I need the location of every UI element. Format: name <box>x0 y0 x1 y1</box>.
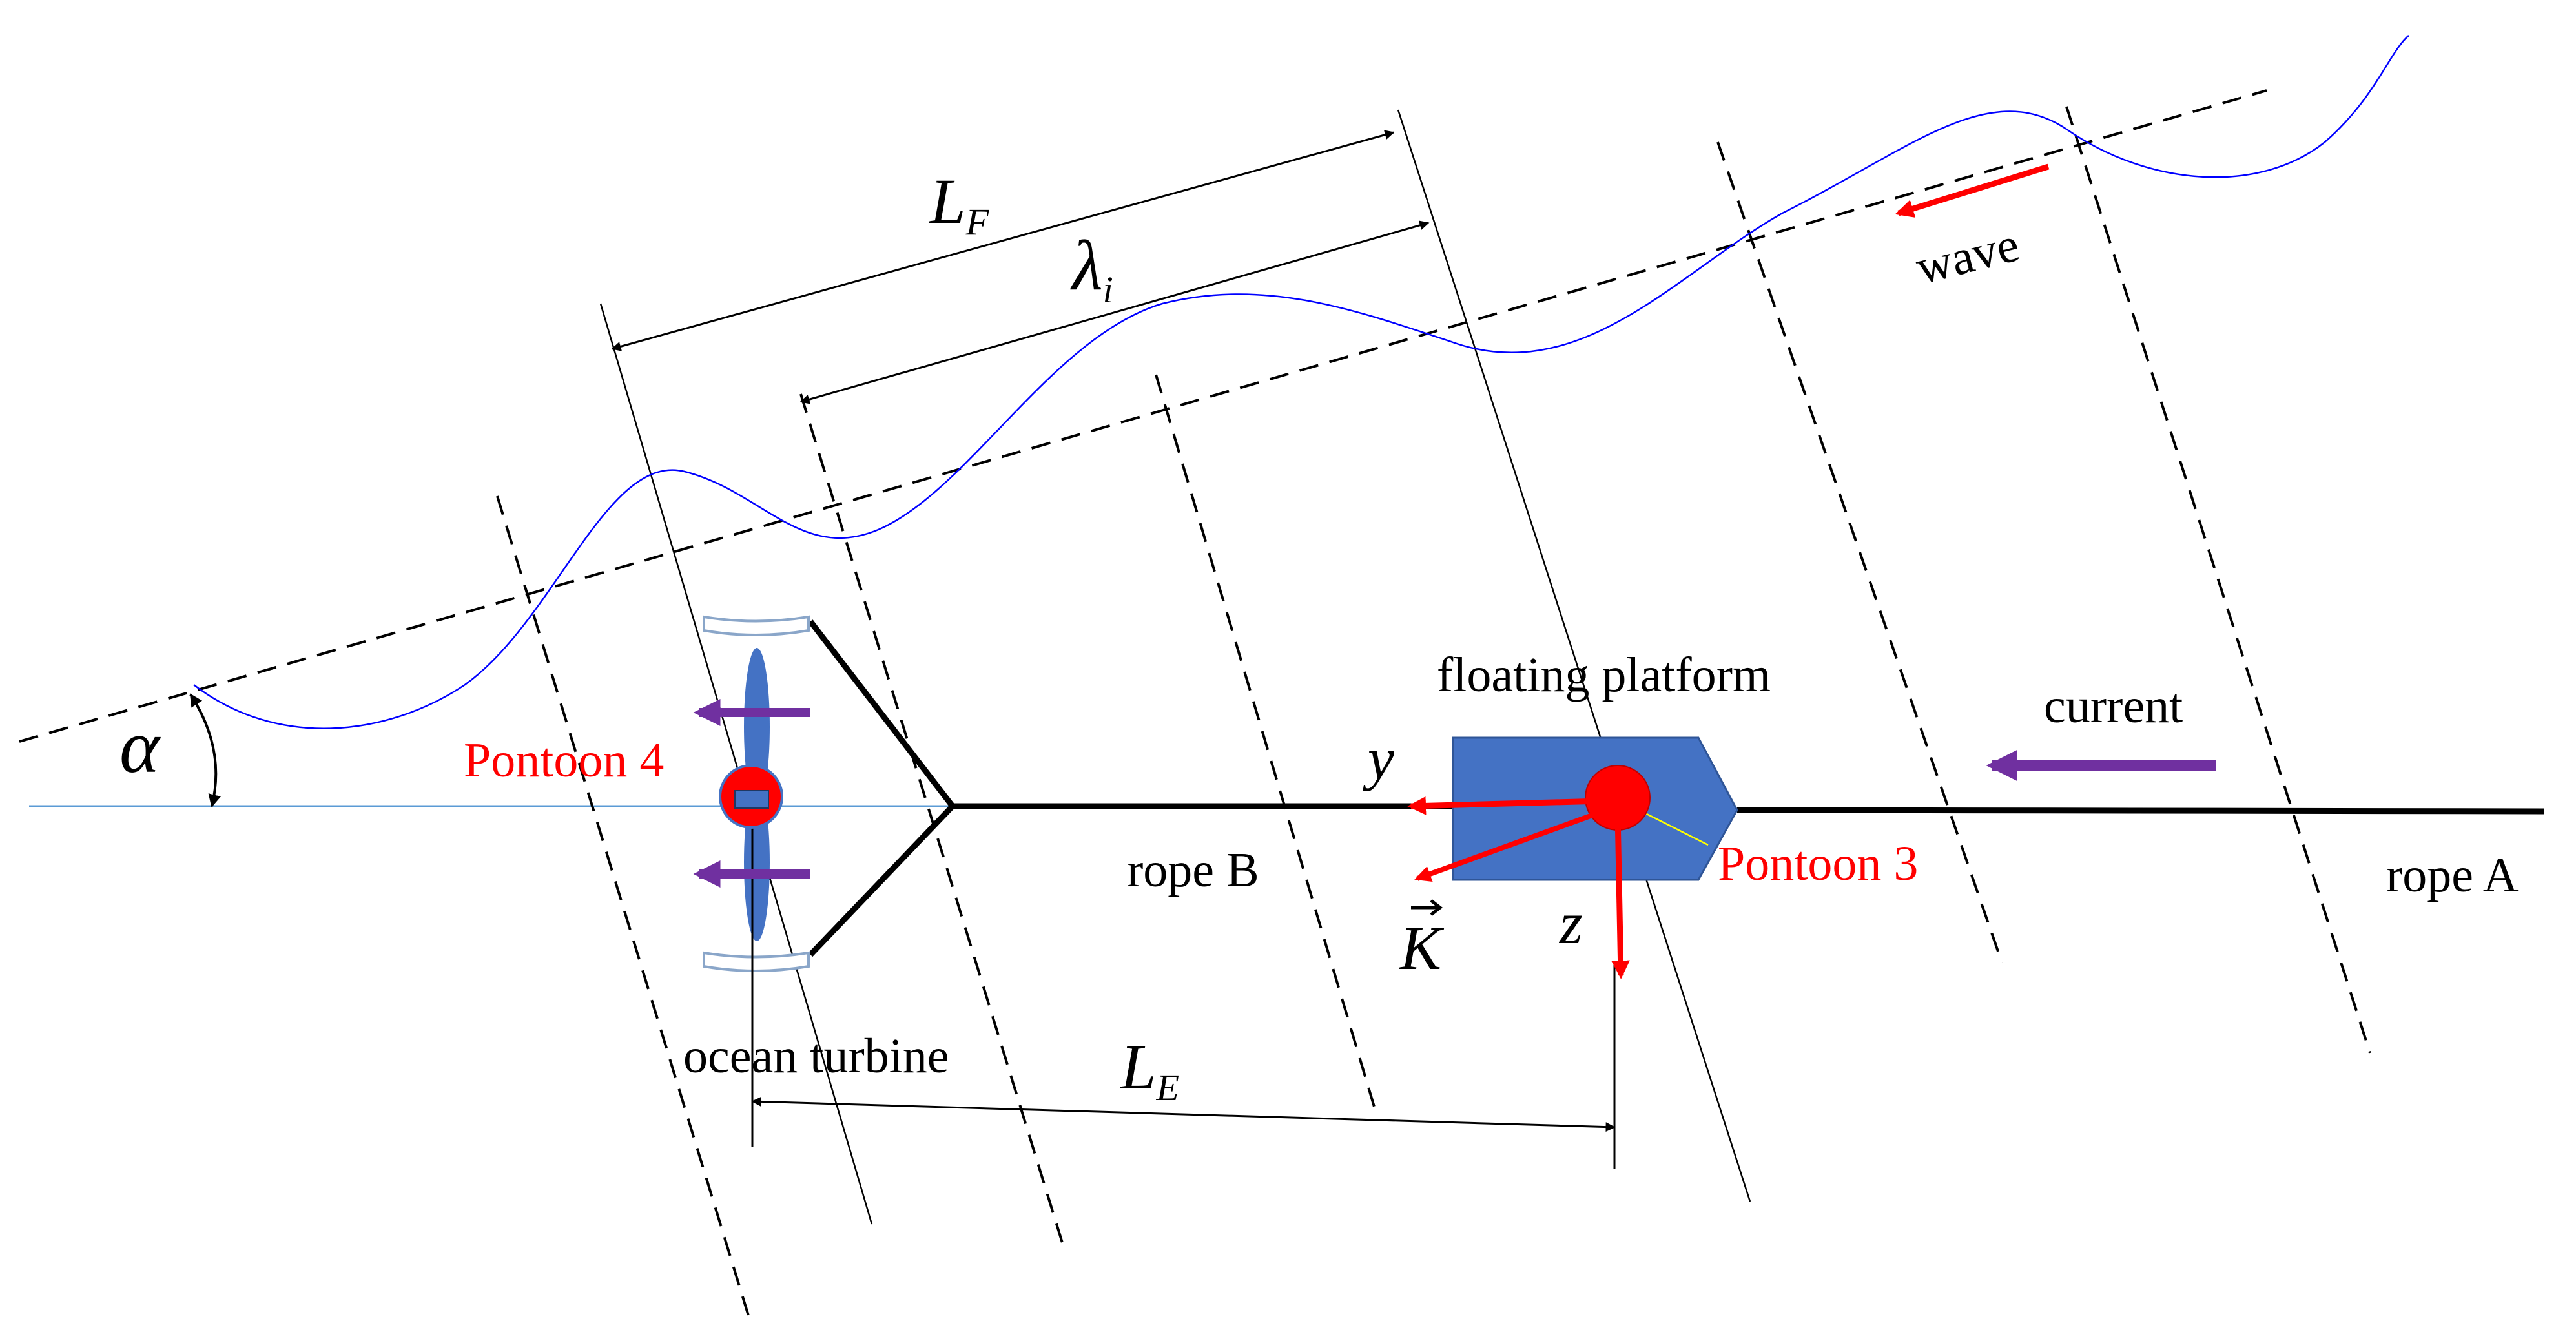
ocean-turbine-label: ocean turbine <box>683 1029 949 1083</box>
le-label: LE <box>1119 1031 1179 1108</box>
alpha-angle-arc <box>189 693 222 807</box>
lambda-label-main: λ <box>1070 226 1103 305</box>
le-dimension-arrow <box>751 1096 1616 1132</box>
turbine-upper-float <box>703 615 810 636</box>
current-label: current <box>2044 679 2183 733</box>
turbine-lower-float <box>703 951 810 972</box>
lambda-label-sub: i <box>1103 269 1113 311</box>
k-vector-letter: K <box>1399 913 1445 983</box>
lambda-dimension-arrow <box>799 220 1430 404</box>
turbine-bridle <box>808 619 955 957</box>
z-axis-arrow <box>1611 813 1630 979</box>
lf-label-main: L <box>929 165 966 237</box>
turbine-hub <box>734 790 769 809</box>
lambda-label: λi <box>1070 226 1113 311</box>
y-axis-arrow <box>1407 796 1602 815</box>
k-vector-label: K <box>1399 899 1445 983</box>
floating-platform-label: floating platform <box>1437 648 1771 702</box>
wave-arrow <box>1895 163 2050 218</box>
k-vector-overarrow <box>1411 899 1443 916</box>
z-axis-label: z <box>1558 890 1583 956</box>
pontoon4-label: Pontoon 4 <box>464 733 664 787</box>
y-axis-label: y <box>1363 725 1394 791</box>
le-label-main: L <box>1119 1031 1157 1103</box>
alpha-label: α <box>119 704 161 789</box>
lf-dimension-arrow <box>611 130 1395 351</box>
le-label-sub: E <box>1156 1067 1179 1108</box>
pontoon3-label: Pontoon 3 <box>1718 837 1918 891</box>
lf-label-sub: F <box>965 201 989 243</box>
rope-b-label: rope B <box>1127 843 1259 897</box>
extension-lines <box>599 109 1751 1225</box>
rope-a <box>1736 807 2545 815</box>
rope-a-label: rope A <box>2386 848 2519 902</box>
wave-direction-line <box>19 89 2267 743</box>
k-vector-arrow <box>1414 808 1606 882</box>
wave-label: wave <box>1911 217 2025 295</box>
lf-label: LF <box>929 165 989 243</box>
